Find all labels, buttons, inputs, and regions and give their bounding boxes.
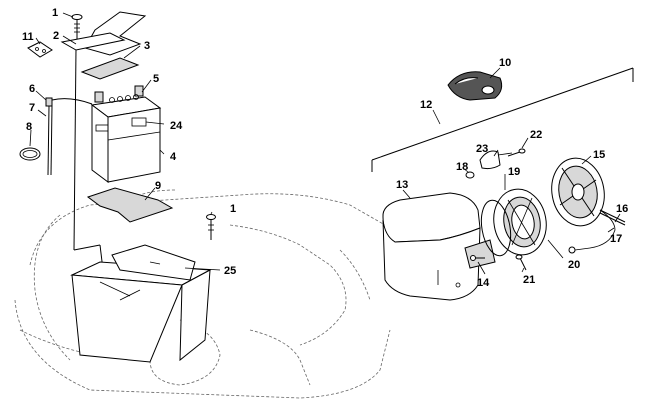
callout-22: 22 xyxy=(530,129,542,141)
callout-16: 16 xyxy=(616,203,628,215)
bolt-lower xyxy=(206,214,216,240)
callout-18: 18 xyxy=(456,161,468,173)
callout-21: 21 xyxy=(523,274,535,286)
callout-13: 13 xyxy=(396,179,408,191)
callout-1-top: 1 xyxy=(52,7,58,19)
vent-tube xyxy=(45,97,93,176)
grille-cover xyxy=(551,157,605,227)
housing-box xyxy=(382,192,496,301)
top-pad xyxy=(80,57,140,80)
callout-17: 17 xyxy=(610,233,622,245)
callout-15: 15 xyxy=(593,149,605,161)
callout-10: 10 xyxy=(499,57,511,69)
leader-lines xyxy=(29,12,621,275)
tether-wire xyxy=(568,209,626,254)
callout-25: 25 xyxy=(224,265,236,277)
callout-20: 20 xyxy=(568,259,580,271)
hose-clamp xyxy=(19,147,41,161)
callouts: 1 2 3 11 5 6 7 8 24 4 9 1 25 10 12 13 14… xyxy=(22,7,628,289)
callout-19: 19 xyxy=(508,166,520,178)
callout-24: 24 xyxy=(170,120,183,132)
battery xyxy=(90,85,162,183)
assembly-bracket xyxy=(371,67,634,172)
battery-tray xyxy=(70,244,212,363)
callout-14: 14 xyxy=(477,277,490,289)
screw-14 xyxy=(470,255,485,261)
callout-23: 23 xyxy=(476,143,488,155)
callout-11: 11 xyxy=(22,31,34,43)
callout-12: 12 xyxy=(420,99,432,111)
callout-5: 5 xyxy=(153,73,159,85)
clamp-assembly xyxy=(465,148,526,179)
callout-3: 3 xyxy=(144,40,150,52)
callout-9: 9 xyxy=(155,180,161,192)
callout-1-lower: 1 xyxy=(230,203,236,215)
top-component xyxy=(447,71,503,101)
callout-7: 7 xyxy=(29,102,35,114)
callout-6: 6 xyxy=(29,83,35,95)
callout-4: 4 xyxy=(170,151,177,163)
hold-down-strap xyxy=(60,11,147,56)
callout-8: 8 xyxy=(26,121,32,133)
flange-ring xyxy=(480,188,547,257)
callout-2: 2 xyxy=(53,30,59,42)
bottom-pad xyxy=(86,187,174,223)
screw-21 xyxy=(515,254,527,271)
chassis-outline xyxy=(14,189,391,399)
clip-plate xyxy=(27,41,53,58)
